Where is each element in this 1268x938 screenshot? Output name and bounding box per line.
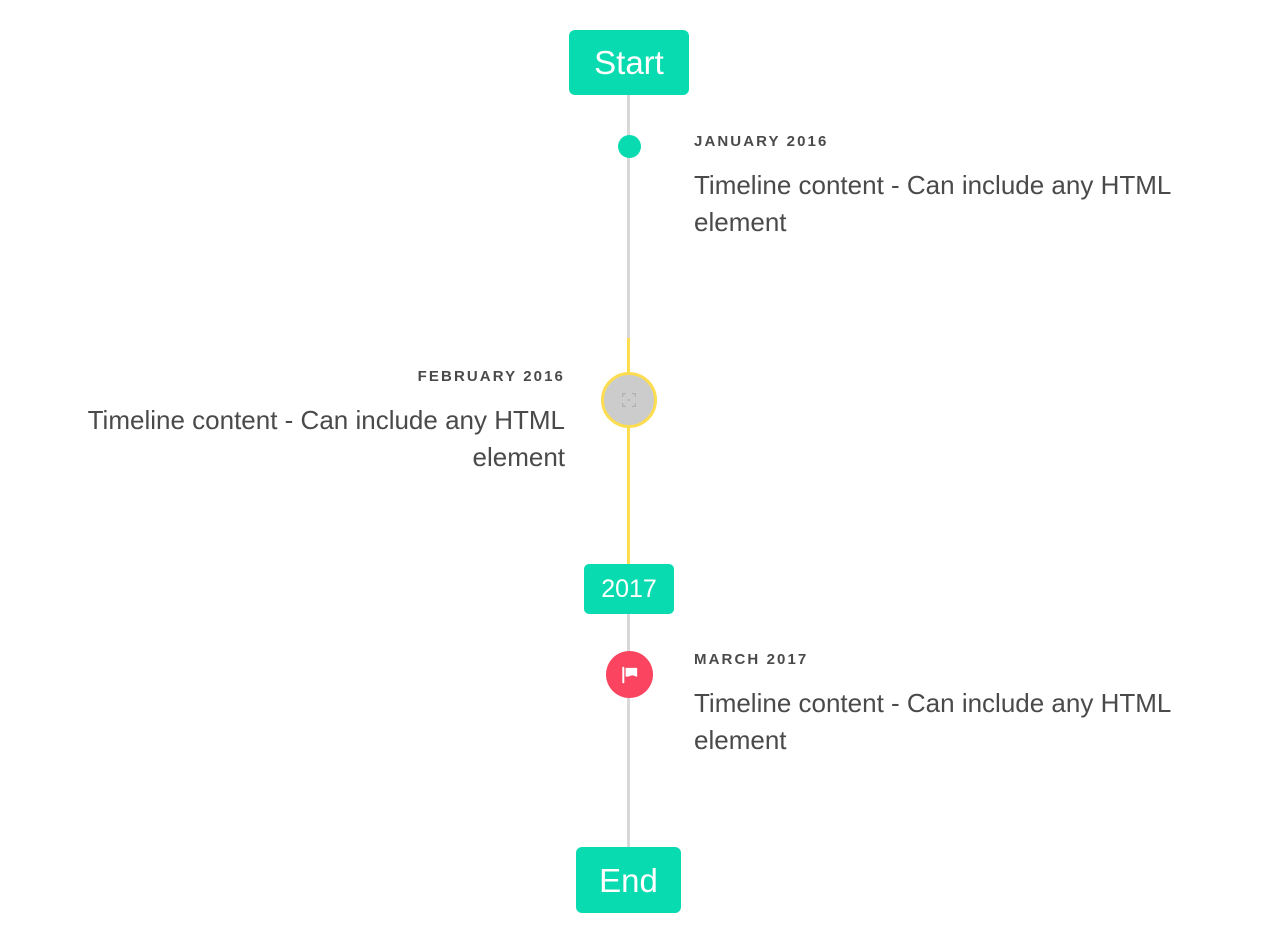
timeline-marker-dot-january[interactable] [618, 135, 641, 158]
timeline-start-badge[interactable]: Start [569, 30, 689, 95]
timeline-event-march-2017: MARCH 2017 Timeline content - Can includ… [694, 651, 1234, 759]
timeline-spine-gray-upper [627, 92, 630, 338]
timeline-year-label: 2017 [601, 574, 657, 603]
broken-image-icon [621, 392, 637, 408]
timeline-marker-image-february[interactable] [601, 372, 657, 428]
timeline-event-content: Timeline content - Can include any HTML … [694, 170, 1171, 237]
timeline-event-content: Timeline content - Can include any HTML … [694, 688, 1171, 755]
timeline-event-date: FEBRUARY 2016 [417, 368, 565, 385]
timeline-event-january-2016: JANUARY 2016 Timeline content - Can incl… [694, 133, 1234, 241]
timeline-marker-flag-march[interactable] [606, 651, 653, 698]
timeline-event-february-2016: FEBRUARY 2016 Timeline content - Can inc… [30, 368, 565, 476]
timeline-event-date: JANUARY 2016 [694, 133, 829, 150]
timeline-end-badge[interactable]: End [576, 847, 681, 913]
timeline-end-label: End [599, 861, 658, 899]
timeline-event-date: MARCH 2017 [694, 651, 809, 668]
timeline-spine-gray-lower [627, 612, 630, 850]
timeline-event-content: Timeline content - Can include any HTML … [87, 405, 565, 472]
flag-icon [619, 664, 641, 686]
timeline-start-label: Start [594, 44, 664, 81]
timeline-year-badge-2017[interactable]: 2017 [584, 564, 674, 614]
timeline-spine-yellow [627, 338, 630, 566]
